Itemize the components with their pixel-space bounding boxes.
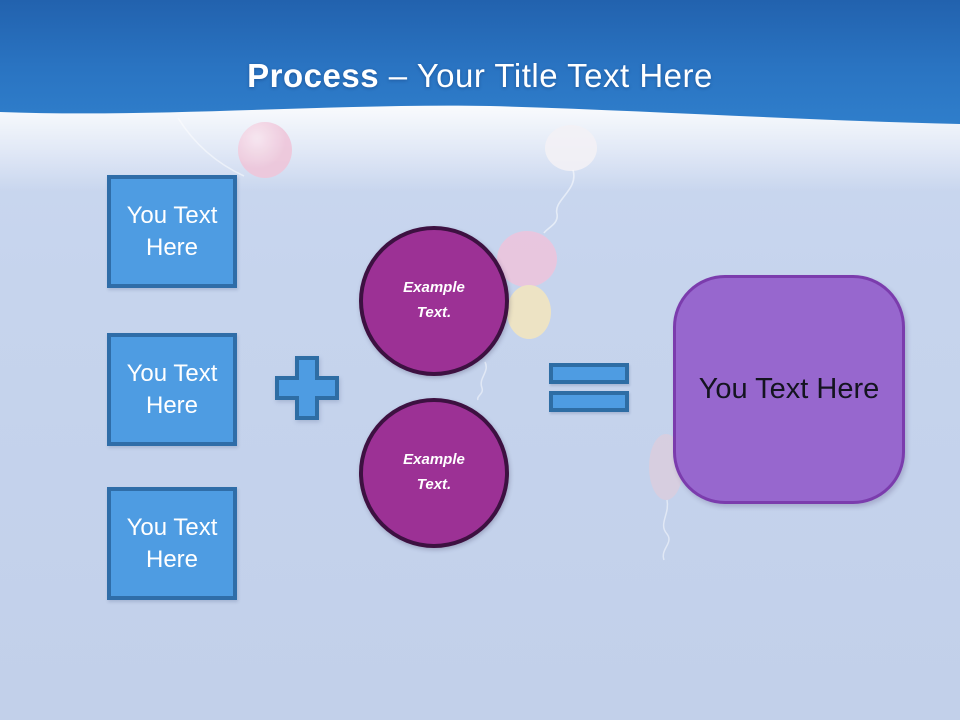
balloon-white-top xyxy=(545,125,597,171)
balloon-string xyxy=(662,499,670,561)
balloon-pink-top-left-shine xyxy=(238,122,292,178)
input-box-3[interactable]: You Text Here xyxy=(107,487,237,600)
slide-title[interactable]: Process – Your Title Text Here xyxy=(0,56,960,96)
title-bold-text: Process xyxy=(247,57,380,94)
balloon-pink-middle xyxy=(497,231,557,287)
input-box-3-label: You Text Here xyxy=(126,513,218,573)
equals-bar-top xyxy=(549,363,629,384)
title-rest-text: – Your Title Text Here xyxy=(379,57,713,94)
input-box-1-label: You Text Here xyxy=(126,201,218,261)
equals-bar-bottom xyxy=(549,391,629,412)
equals-icon[interactable] xyxy=(549,363,629,412)
balloon-string xyxy=(476,361,487,401)
balloon-string xyxy=(177,117,245,177)
plus-icon-shape xyxy=(275,356,339,420)
result-box-label: You Text Here xyxy=(698,373,880,405)
result-box[interactable]: You Text Here xyxy=(673,275,905,504)
example-circle-1-label: Example Text. xyxy=(403,279,465,321)
input-box-2-label: You Text Here xyxy=(126,359,218,419)
balloon-decorations xyxy=(177,117,683,561)
input-box-2[interactable]: You Text Here xyxy=(107,333,237,446)
header-wave xyxy=(0,0,960,124)
plus-icon[interactable] xyxy=(273,354,341,422)
example-circle-1[interactable]: Example Text. xyxy=(359,226,509,376)
balloon-string xyxy=(543,169,575,234)
balloon-yellow-middle xyxy=(507,285,551,339)
example-circle-2[interactable]: Example Text. xyxy=(359,398,509,548)
input-box-1[interactable]: You Text Here xyxy=(107,175,237,288)
example-circle-2-label: Example Text. xyxy=(403,451,465,493)
